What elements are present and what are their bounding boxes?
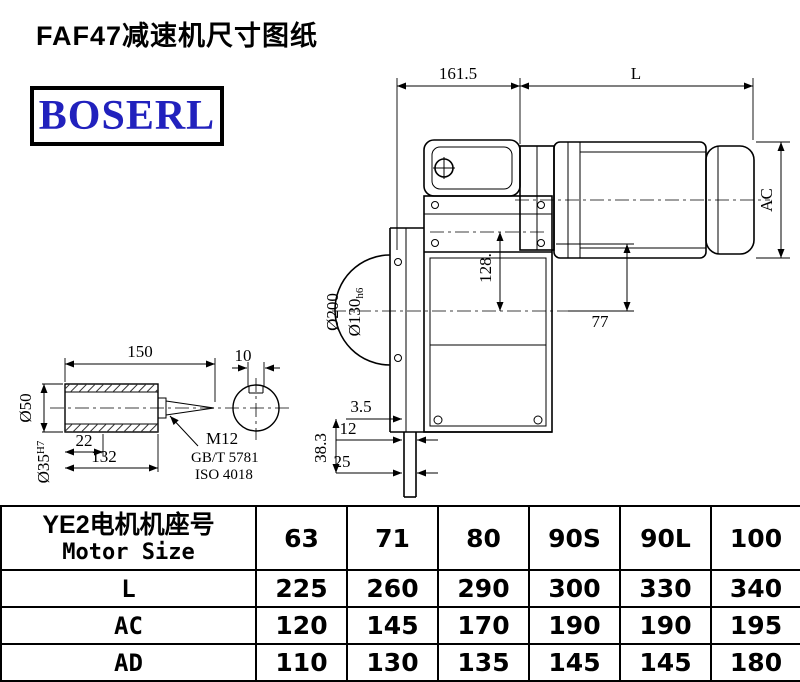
dim-3-5: 3.5 [350,397,371,416]
cell: 190 [528,606,621,645]
cell: 225 [255,569,348,608]
cell: 330 [619,569,712,608]
dimension-labels: 161.5 L AC Ø200 Ø130h6 128. 77 3.5 12 25… [16,64,776,483]
cell: 300 [528,569,621,608]
cell: 110 [255,643,348,682]
cell: 145 [346,606,439,645]
centerlines [50,199,770,440]
boserl-logo-text: BOSERL [38,93,216,139]
label-std-gb: GB/T 5781 [191,450,259,466]
cell: 290 [437,569,530,608]
row-label-L: L [0,569,257,608]
dim-22: 22 [76,431,93,450]
col-header-71: 71 [346,505,439,571]
col-header-63: 63 [255,505,348,571]
boserl-logo: BOSERL [30,86,224,146]
cell: 190 [619,606,712,645]
header-en: Motor Size [62,539,195,565]
dim-25: 25 [334,452,351,471]
cell: 145 [528,643,621,682]
cell: 145 [619,643,712,682]
table-row-L: L 225 260 290 300 330 340 [0,569,800,608]
hollow-shaft-detail [64,383,280,433]
row-label-AD: AD [0,643,257,682]
header-cn: YE2电机机座号 [42,510,215,539]
col-header-100: 100 [710,505,800,571]
dim-length-L: L [631,64,641,83]
dim-spigot-130: Ø130h6 [345,287,366,336]
cell: 180 [710,643,800,682]
page-title: FAF47减速机尺寸图纸 [36,21,319,51]
dimension-lines [40,78,790,477]
table-header-row: YE2电机机座号 Motor Size 63 71 80 90S 90L 100 [0,505,800,571]
motor-size-table: YE2电机机座号 Motor Size 63 71 80 90S 90L 100… [0,505,800,682]
dim-12: 12 [340,419,357,438]
cell: 195 [710,606,800,645]
row-label-AC: AC [0,606,257,645]
col-header-90l: 90L [619,505,712,571]
col-header-90s: 90S [528,505,621,571]
keyed-bore-section [232,384,280,432]
cell: 135 [437,643,530,682]
dim-width-161: 161.5 [439,64,477,83]
table-row-AC: AC 120 145 170 190 190 195 [0,606,800,645]
dim-keyway-10: 10 [235,346,252,365]
col-header-80: 80 [437,505,530,571]
dim-38-3: 38.3 [311,433,330,463]
gearbox-motor-outline [334,139,755,498]
dim-bore-35: Ø35H7 [34,440,53,483]
table-row-AD: AD 110 130 135 145 145 180 [0,643,800,682]
cell: 340 [710,569,800,608]
dim-77: 77 [592,312,610,331]
label-std-iso: ISO 4018 [195,467,253,483]
label-bolt-m12: M12 [206,429,238,448]
dim-shaft-150: 150 [127,342,153,361]
cell: 170 [437,606,530,645]
cell: 120 [255,606,348,645]
cell: 130 [346,643,439,682]
motor-size-header-cell: YE2电机机座号 Motor Size [0,505,257,571]
dim-flange-200: Ø200 [323,293,342,331]
dim-center-128: 128. [476,253,495,283]
dim-shaft-50: Ø50 [16,393,35,422]
technical-drawing: 161.5 L AC Ø200 Ø130h6 128. 77 3.5 12 25… [16,64,790,498]
dim-AC: AC [757,188,776,212]
dim-132: 132 [91,447,117,466]
cell: 260 [346,569,439,608]
